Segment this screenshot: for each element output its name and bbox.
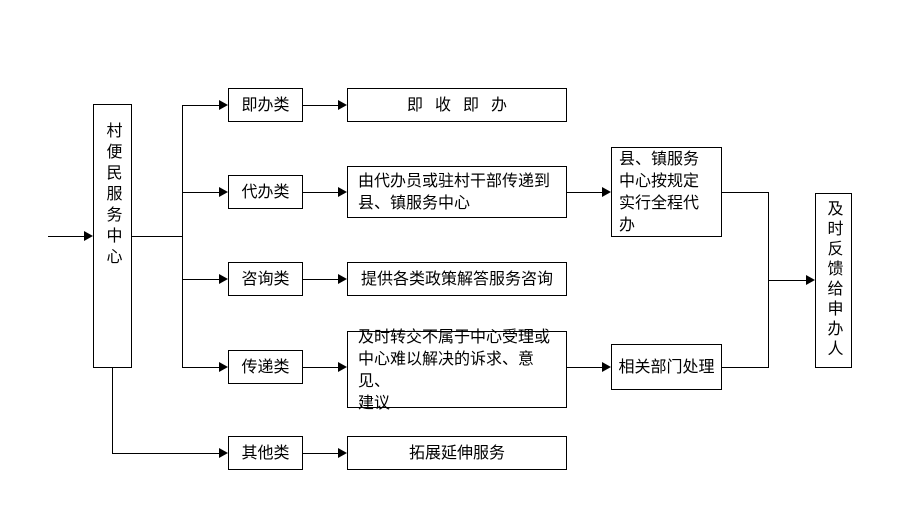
cat-action-arrow-line-5: [303, 453, 338, 454]
cat-action-arrowhead-icon-3: [338, 274, 347, 284]
action-label: 提供各类政策解答服务咨询: [360, 269, 553, 288]
category-label: 咨询类: [241, 269, 290, 288]
node-action-transfer: 及时转交不属于中心受理或 中心难以解决的诉求、意见、 建议: [347, 327, 567, 412]
node-category-transfer: 传递类: [228, 350, 303, 384]
followup-junction-line-top: [722, 192, 768, 193]
junction-end-arrowhead-icon: [806, 275, 815, 285]
action-followup-arrow-line-2: [567, 367, 602, 368]
cat-action-arrow-line-2: [303, 192, 338, 193]
cat-action-arrow-line-1: [303, 105, 338, 106]
followup-junction-line-bottom: [722, 367, 768, 368]
category-label: 传递类: [241, 357, 290, 376]
node-followup-related-departments: 相关部门处理: [611, 344, 722, 390]
cat-action-arrow-line-3: [303, 279, 338, 280]
node-action-agency: 由代办员或驻村干部传递到 县、镇服务中心: [347, 166, 567, 218]
bottom-branch-arrow-line: [112, 453, 219, 454]
followup-label: 相关部门处理: [618, 357, 715, 376]
node-category-immediate: 即办类: [228, 88, 303, 122]
entry-arrowhead-icon: [84, 231, 93, 241]
action-label: 拓展延伸服务: [408, 443, 505, 462]
cat-action-arrowhead-icon-1: [338, 100, 347, 110]
node-action-other: 拓展延伸服务: [347, 436, 567, 470]
cat-action-arrowhead-icon-5: [338, 448, 347, 458]
branch-trunk-line: [182, 105, 183, 367]
node-category-consultation: 咨询类: [228, 262, 303, 296]
bottom-branch-vline: [112, 368, 113, 453]
node-feedback-applicant-label: 及时反馈给申办人: [824, 200, 844, 360]
branch-arrowhead-icon-2: [219, 187, 228, 197]
category-label: 即办类: [241, 95, 290, 114]
node-category-other: 其他类: [228, 436, 303, 470]
start-to-trunk-line: [132, 236, 182, 237]
branch-arrow-line-3: [182, 279, 219, 280]
branch-arrowhead-icon-3: [219, 274, 228, 284]
node-feedback-applicant: 及时反馈给申办人: [815, 193, 852, 368]
branch-arrowhead-icon-1: [219, 100, 228, 110]
action-label: 及时转交不属于中心受理或 中心难以解决的诉求、意见、 建议: [358, 326, 551, 412]
branch-arrow-line-1: [182, 105, 219, 106]
action-followup-arrowhead-icon-1: [602, 187, 611, 197]
node-village-service-center: 村便民服务中心: [93, 104, 132, 368]
node-action-consultation: 提供各类政策解答服务咨询: [347, 262, 567, 296]
action-followup-arrowhead-icon-2: [602, 362, 611, 372]
cat-action-arrow-line-4: [303, 367, 338, 368]
action-followup-arrow-line-1: [567, 192, 602, 193]
action-label: 即收即办: [406, 95, 519, 114]
cat-action-arrowhead-icon-4: [338, 362, 347, 372]
node-category-agency: 代办类: [228, 175, 303, 209]
branch-arrowhead-icon-4: [219, 362, 228, 372]
entry-arrow-line: [48, 236, 85, 237]
action-label: 由代办员或驻村干部传递到 县、镇服务中心: [358, 171, 551, 212]
node-action-immediate: 即收即办: [347, 88, 567, 122]
category-label: 代办类: [241, 182, 290, 201]
junction-end-arrow-line: [768, 280, 806, 281]
node-followup-county-town-center: 县、镇服务中心按规定实行全程代办: [611, 147, 722, 237]
followup-label: 县、镇服务中心按规定实行全程代办: [619, 149, 700, 234]
branch-arrow-line-4: [182, 367, 219, 368]
cat-action-arrowhead-icon-2: [338, 187, 347, 197]
node-village-service-center-label: 村便民服务中心: [103, 122, 123, 269]
bottom-branch-arrowhead-icon: [219, 448, 228, 458]
branch-arrow-line-2: [182, 192, 219, 193]
category-label: 其他类: [241, 443, 290, 462]
